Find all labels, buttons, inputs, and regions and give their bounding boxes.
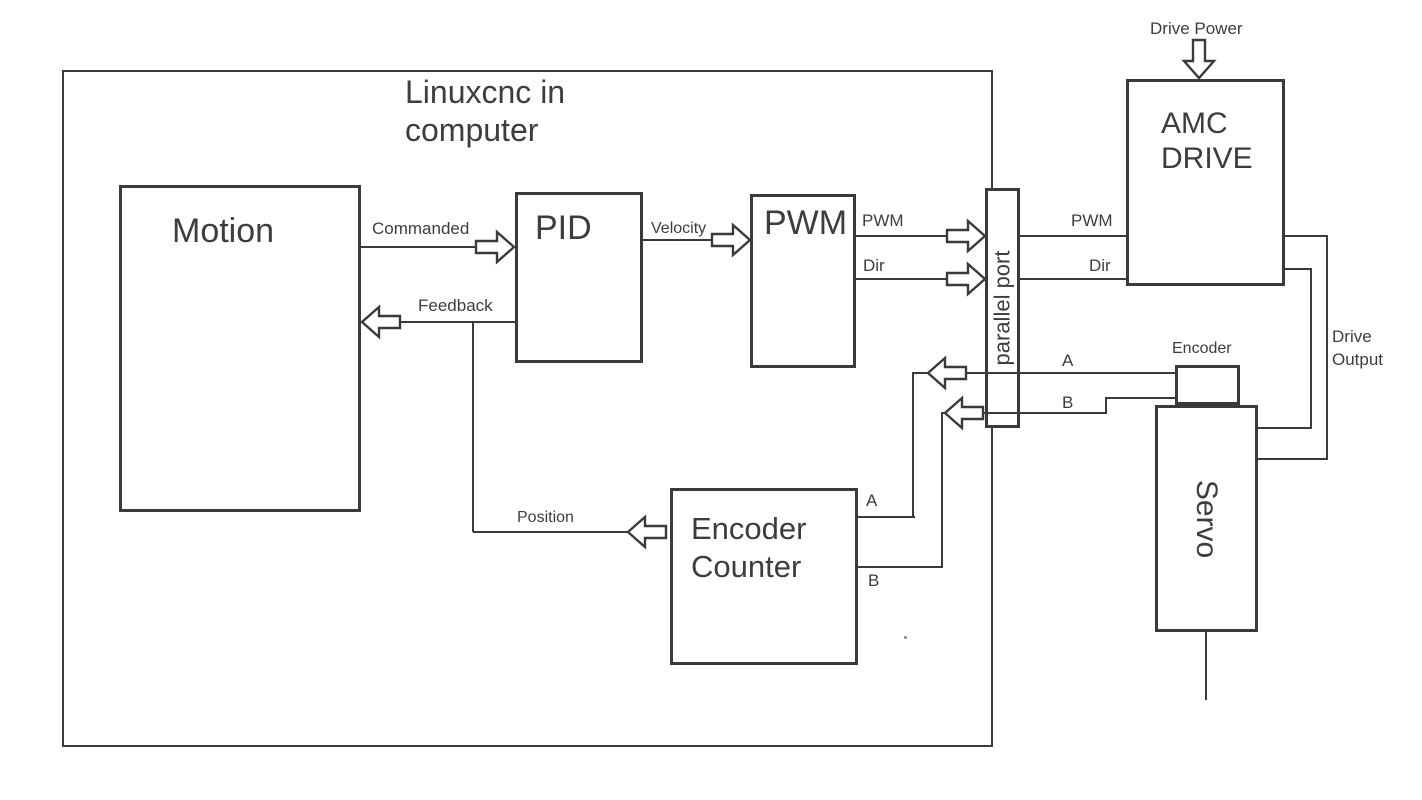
- wire-drive-output-inner-top: [1285, 268, 1312, 270]
- motion-label: Motion: [172, 212, 275, 250]
- commanded-label: Commanded: [372, 219, 470, 238]
- arrow-left-icon: [926, 355, 968, 391]
- dir-to-port-label: Dir: [863, 256, 885, 275]
- encoder-counter-label-line2: Counter: [691, 549, 802, 585]
- wire-a-from-counter: [858, 516, 915, 518]
- wire-pwm-to-drive: [1020, 235, 1127, 237]
- drive-power-label: Drive Power: [1150, 19, 1243, 38]
- amc-drive-label-line1: AMC: [1161, 107, 1228, 140]
- dir-to-drive-label: Dir: [1089, 256, 1111, 275]
- drive-output-label: Drive Output: [1332, 326, 1383, 372]
- pid-label: PID: [535, 209, 592, 247]
- wire-servo-shaft: [1205, 632, 1207, 700]
- wire-a-through-port: [913, 372, 1176, 374]
- pid-box: [515, 192, 643, 363]
- parallel-port-label: parallel port: [989, 250, 1015, 366]
- arrow-right-icon: [945, 218, 987, 254]
- arrow-right-icon: [710, 222, 752, 258]
- wire-b-to-encoder: [1105, 397, 1176, 399]
- diagram-title-line1: Linuxcnc in: [405, 74, 566, 110]
- feedback-label: Feedback: [418, 296, 493, 315]
- drive-output-label-line1: Drive: [1332, 327, 1372, 346]
- amc-drive-label: AMC DRIVE: [1161, 106, 1253, 177]
- wire-drive-output-outer-top: [1285, 235, 1328, 237]
- pwm-box: [750, 194, 856, 368]
- wire-b-through-port: [941, 412, 1107, 414]
- wire-dir-to-drive: [1020, 278, 1127, 280]
- wire-pwm-to-port: [856, 235, 986, 237]
- velocity-label: Velocity: [651, 220, 707, 237]
- servo-box: [1155, 405, 1258, 632]
- motion-box: [119, 185, 361, 512]
- arrow-down-icon: [1181, 38, 1217, 80]
- amc-drive-box: [1126, 79, 1285, 286]
- parallel-port-box: [985, 188, 1020, 428]
- diagram-title-line2: computer: [405, 111, 539, 148]
- encoder-counter-box: [670, 488, 858, 665]
- wire-b-from-counter: [858, 566, 943, 568]
- arrow-left-icon: [943, 395, 985, 431]
- position-label: Position: [517, 509, 574, 526]
- pwm-to-drive-label: PWM: [1071, 211, 1113, 230]
- wire-drive-output-outer-bottom: [1258, 458, 1328, 460]
- encoder-box: [1175, 365, 1240, 405]
- wire-drive-output-inner-v: [1310, 268, 1312, 429]
- wire-b-drop: [941, 412, 943, 568]
- servo-label: Servo: [1190, 479, 1224, 558]
- parallel-port-label-holder: parallel port: [985, 188, 1020, 428]
- wire-feedback-drop: [472, 321, 474, 532]
- wire-commanded: [361, 246, 485, 248]
- diagram-title: Linuxcnc in computer: [405, 74, 565, 150]
- arrow-left-icon: [360, 304, 402, 340]
- wire-position: [473, 531, 630, 533]
- pwm-to-port-label: PWM: [862, 211, 904, 230]
- ink-speck: [904, 636, 907, 639]
- pwm-label: PWM: [764, 204, 848, 242]
- wire-drive-output-outer-v: [1326, 235, 1328, 460]
- arrow-right-icon: [474, 229, 516, 265]
- wire-b-step: [1105, 397, 1107, 414]
- servo-label-holder: Servo: [1155, 405, 1258, 632]
- encoder-counter-label-line1: Encoder: [691, 511, 807, 546]
- encoder-counter-label: Encoder Counter: [691, 510, 806, 586]
- a-at-counter-label: A: [866, 491, 878, 510]
- wire-feedback: [362, 321, 516, 323]
- b-at-counter-label: B: [868, 571, 880, 590]
- drive-output-label-line2: Output: [1332, 349, 1384, 369]
- encoder-label: Encoder: [1172, 340, 1232, 357]
- wire-velocity: [643, 239, 751, 241]
- arrow-right-icon: [945, 261, 987, 297]
- wire-dir-to-port: [856, 278, 986, 280]
- wire-drive-output-inner-bottom: [1258, 427, 1312, 429]
- wire-a-drop: [912, 372, 914, 518]
- a-at-port-label: A: [1062, 351, 1074, 370]
- arrow-left-icon: [626, 514, 668, 550]
- amc-drive-label-line2: DRIVE: [1161, 142, 1253, 176]
- b-at-port-label: B: [1062, 393, 1074, 412]
